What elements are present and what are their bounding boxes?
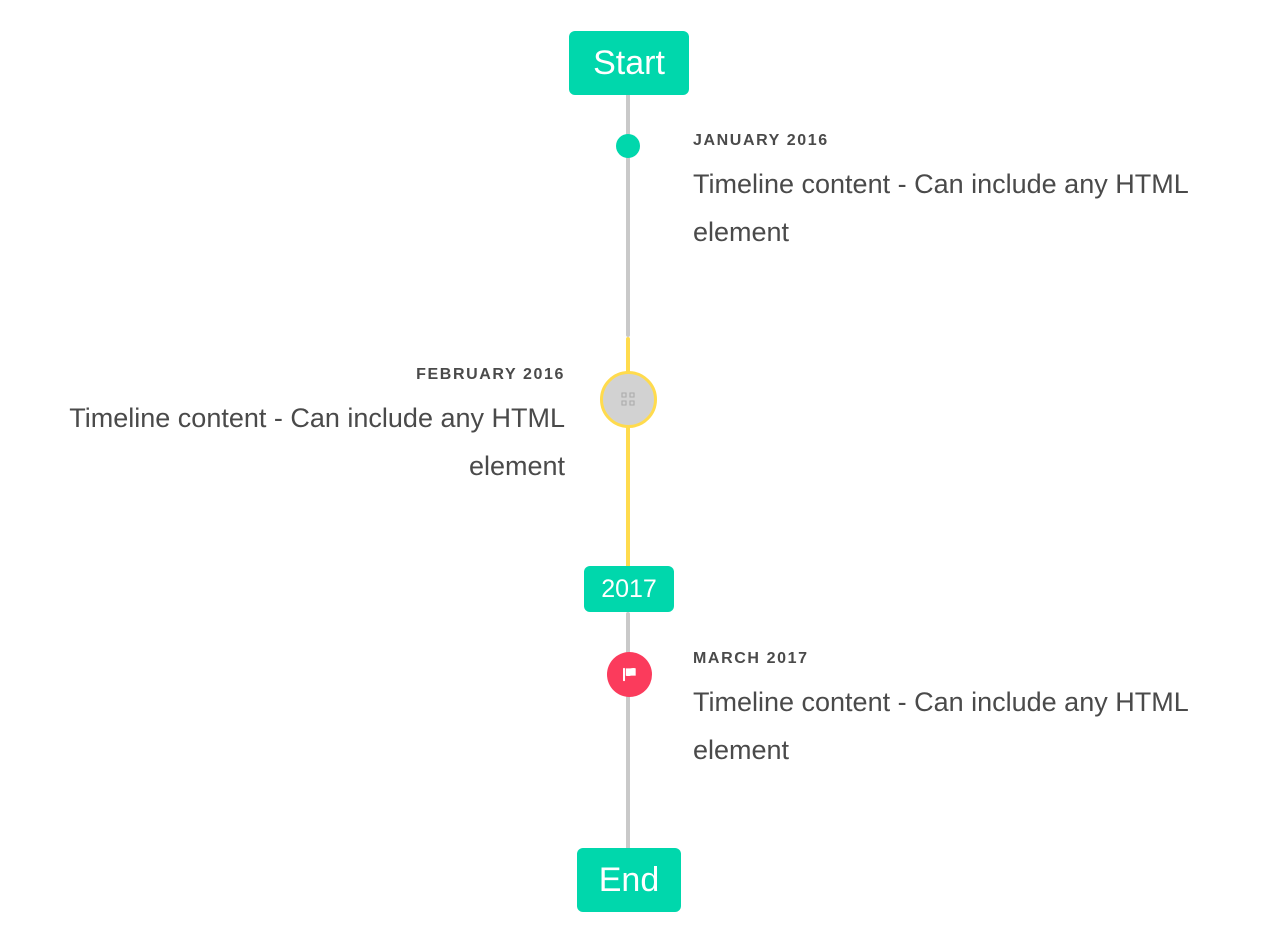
timeline-start-badge[interactable]: Start xyxy=(569,31,689,95)
timeline-entry-march: MARCH 2017 Timeline content - Can includ… xyxy=(693,649,1221,774)
marker-dot-icon[interactable] xyxy=(616,134,640,158)
entry-date-label: MARCH 2017 xyxy=(693,650,809,667)
timeline-rail-bottom xyxy=(626,612,630,861)
entry-date-label: JANUARY 2016 xyxy=(693,132,829,149)
marker-broken-image-icon[interactable] xyxy=(600,371,657,428)
broken-image-icon xyxy=(621,392,635,406)
entry-body-text: Timeline content - Can include any HTML … xyxy=(693,687,1188,766)
timeline-rail-top xyxy=(626,88,630,337)
timeline-entry-january: JANUARY 2016 Timeline content - Can incl… xyxy=(693,131,1221,256)
timeline-year-divider[interactable]: 2017 xyxy=(584,566,674,612)
marker-flag-icon[interactable] xyxy=(607,652,652,697)
timeline-rail-highlight xyxy=(626,337,630,569)
timeline-end-badge[interactable]: End xyxy=(577,848,681,912)
entry-body-text: Timeline content - Can include any HTML … xyxy=(69,403,565,482)
entry-date-label: FEBRUARY 2016 xyxy=(416,366,565,383)
entry-body-text: Timeline content - Can include any HTML … xyxy=(693,169,1188,248)
timeline-entry-february: FEBRUARY 2016 Timeline content - Can inc… xyxy=(40,365,565,490)
flag-icon xyxy=(623,667,636,682)
